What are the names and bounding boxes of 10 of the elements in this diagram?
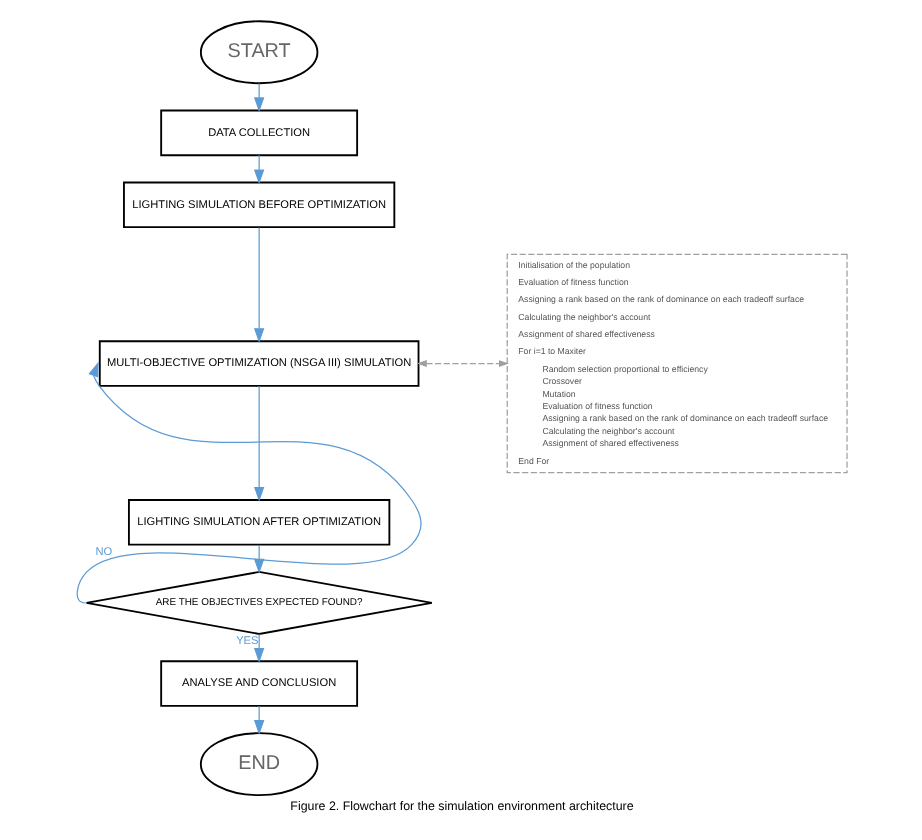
arrow xyxy=(415,360,508,368)
arrow xyxy=(252,385,264,502)
arrow xyxy=(75,361,421,604)
arrow xyxy=(252,705,264,735)
arrow xyxy=(252,633,264,663)
arrow xyxy=(252,82,264,113)
arrow xyxy=(252,154,264,185)
node-ellipse: START xyxy=(198,20,318,85)
arrow xyxy=(252,226,264,344)
node-ellipse: END xyxy=(198,732,318,797)
